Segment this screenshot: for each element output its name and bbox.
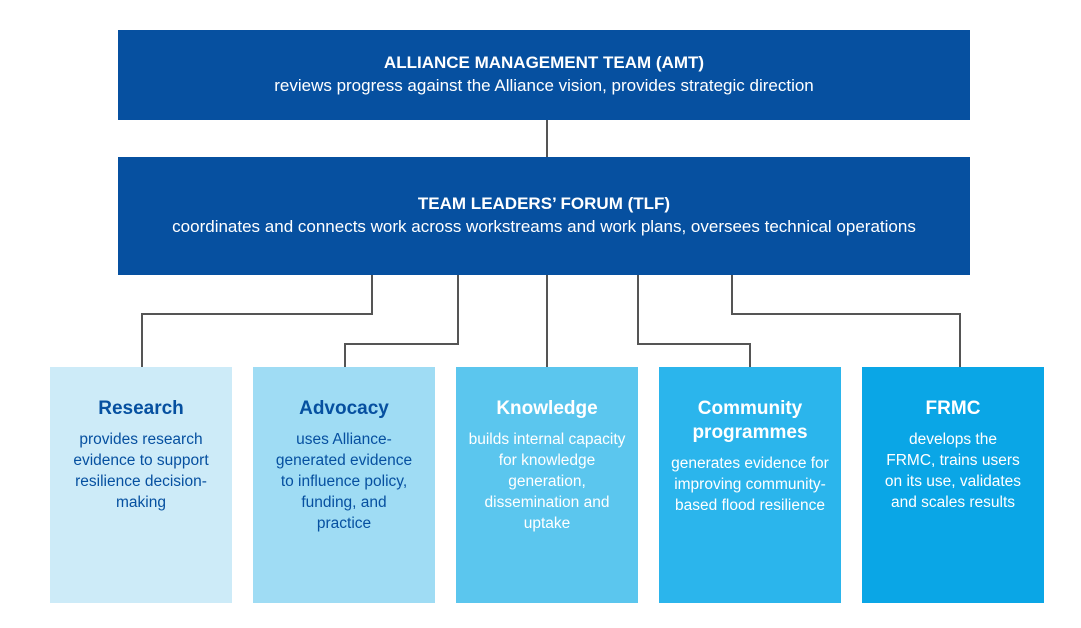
workstream-description: generates evidence for improving communi…: [671, 455, 829, 514]
amt-description: reviews progress against the Alliance vi…: [274, 76, 814, 95]
workstream-frmc-box: FRMC develops the FRMC, trains users on …: [862, 367, 1044, 603]
workstream-description: uses Alliance-generated evidence to infl…: [275, 431, 413, 532]
amt-title: ALLIANCE MANAGEMENT TEAM (AMT): [383, 53, 705, 72]
connector-tlf-frmc: [731, 275, 961, 367]
tlf-title: TEAM LEADERS’ FORUM (TLF): [417, 194, 671, 213]
tlf-box: TEAM LEADERS’ FORUM (TLF) coordinates an…: [118, 157, 970, 275]
workstream-knowledge-box: Knowledge builds internal capacity for k…: [456, 367, 638, 603]
tlf-description: coordinates and connects work across wor…: [172, 217, 916, 236]
amt-box: ALLIANCE MANAGEMENT TEAM (AMT) reviews p…: [118, 30, 970, 120]
workstream-title: Advocacy: [299, 398, 389, 419]
workstream-description: develops the FRMC, trains users on its u…: [884, 431, 1022, 511]
workstream-title: Knowledge: [496, 398, 598, 419]
connector-tlf-community: [637, 275, 751, 367]
workstream-advocacy-box: Advocacy uses Alliance-generated evidenc…: [253, 367, 435, 603]
workstream-description: provides research evidence to support re…: [73, 431, 209, 511]
workstream-description: builds internal capacity for knowledge g…: [468, 431, 626, 532]
workstream-title: Community programmes: [692, 398, 808, 443]
workstream-community-programmes-box: Community programmes generates evidence …: [659, 367, 841, 603]
workstream-title: Research: [98, 398, 184, 419]
connector-tlf-advocacy: [344, 275, 459, 367]
workstream-title: FRMC: [925, 398, 981, 419]
connector-tlf-research: [141, 275, 373, 367]
workstream-research-box: Research provides research evidence to s…: [50, 367, 232, 603]
